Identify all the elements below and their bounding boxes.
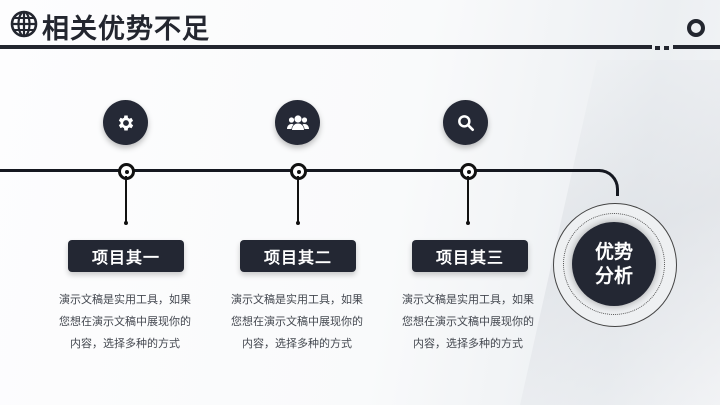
timeline-stem: [125, 176, 127, 223]
badge-dotted-ring: [563, 213, 665, 315]
stem-dot: [296, 221, 300, 225]
badge-line-1: 优势: [594, 241, 633, 263]
header-divider-dot: [655, 46, 660, 50]
header-divider: [0, 45, 652, 49]
item-description-1: 演示文稿是实用工具，如果 您想在演示文稿中展现你的 内容，选择多种的方式: [59, 293, 191, 350]
item-description-2: 演示文稿是实用工具，如果 您想在演示文稿中展现你的 内容，选择多种的方式: [231, 293, 363, 350]
badge-line-2: 分析: [594, 265, 633, 287]
header-divider-dot: [664, 46, 669, 50]
stem-dot: [124, 221, 128, 225]
timeline-stem: [297, 176, 299, 223]
header-divider-end: [673, 45, 720, 49]
search-icon: [443, 100, 488, 145]
item-label-2: 项目其二: [240, 240, 356, 272]
stem-dot: [466, 221, 470, 225]
page-title: 相关优势不足: [10, 8, 210, 45]
ring-decoration-icon: [687, 19, 705, 37]
globe-icon: [10, 10, 38, 42]
timeline-stem: [467, 176, 469, 223]
timeline-curve: [596, 169, 619, 196]
users-icon: [275, 100, 320, 145]
analysis-badge: 优势 分析: [572, 222, 656, 306]
gear-icon: [103, 100, 148, 145]
item-label-1: 项目其一: [68, 240, 184, 272]
title-text: 相关优势不足: [42, 13, 210, 45]
item-label-3: 项目其三: [412, 240, 528, 272]
item-description-3: 演示文稿是实用工具，如果 您想在演示文稿中展现你的 内容，选择多种的方式: [402, 293, 534, 350]
